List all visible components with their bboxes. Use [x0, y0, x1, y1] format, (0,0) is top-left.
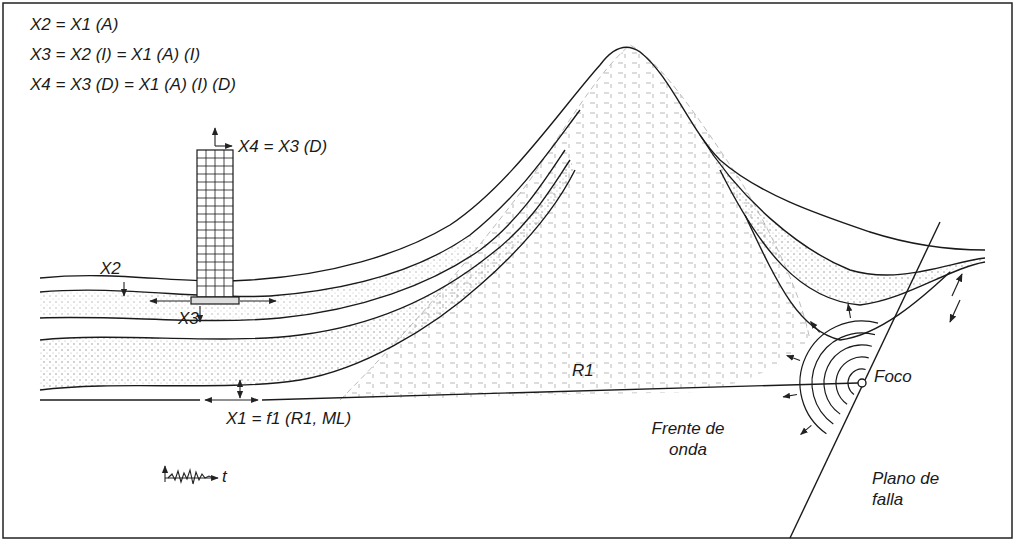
- fault-plane-label: Plano de falla: [872, 468, 962, 510]
- formula-text: X3 = X2 (I) = X1 (A) (I): [30, 44, 200, 65]
- focus-label: Foco: [874, 366, 912, 387]
- response-label: X2: [100, 258, 121, 279]
- formula-text: X4 = X3 (D) = X1 (A) (I) (D): [30, 74, 236, 95]
- distance-label: R1: [572, 360, 594, 381]
- time-axis-label: t: [222, 466, 227, 487]
- response-label: X3: [178, 308, 199, 329]
- formula-text: X2 = X1 (A): [30, 14, 118, 35]
- input-formula: X1 = f1 (R1, ML): [226, 408, 351, 429]
- response-label: X4 = X3 (D): [238, 136, 327, 157]
- wavefront-label: Frente de onda: [636, 418, 740, 460]
